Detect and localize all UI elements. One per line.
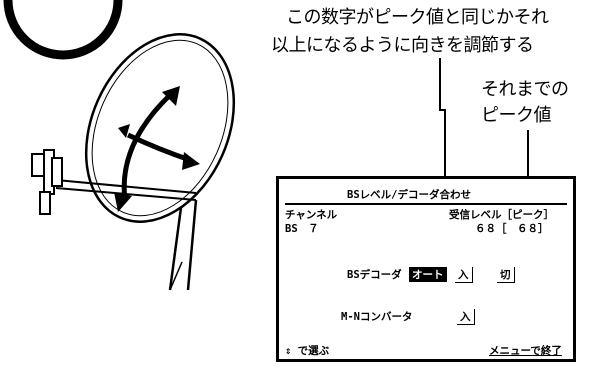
tv-osd-screen: BSレベル/デコーダ合わせ チャンネル 受信レベル［ピーク］ BS ７ ６８［ … <box>276 176 576 362</box>
main-callout-line-2: 以上になるように向きを調節する <box>271 35 534 56</box>
converter-option-on[interactable]: 入 <box>457 309 475 325</box>
peak-callout-line-2: ピーク値 <box>481 105 552 126</box>
peak-callout-line-1: それまでの <box>481 79 569 100</box>
osd-hint-select: ⇕ で選ぶ <box>285 343 329 358</box>
osd-channel-label: チャンネル <box>285 209 338 221</box>
osd-decoder-label: BSデコーダ <box>347 269 402 281</box>
decoder-option-auto[interactable]: オート <box>409 267 447 282</box>
osd-title-divider <box>285 203 567 205</box>
main-callout-line-1: この数字がピーク値と同じかそれ <box>286 7 549 28</box>
osd-title: BSレベル/デコーダ合わせ <box>347 189 471 201</box>
decoder-option-on[interactable]: 入 <box>455 267 473 283</box>
osd-hint-exit: メニューで終了 <box>489 345 562 357</box>
osd-level-label: 受信レベル［ピーク］ <box>449 209 554 221</box>
satellite-dish-illustration <box>3 0 236 291</box>
osd-converter-label: M-Nコンバータ <box>341 311 413 323</box>
osd-hint-select-text: で選ぶ <box>297 345 330 357</box>
decoder-option-off[interactable]: 切 <box>497 267 515 283</box>
osd-level-value: ６８［ ６８］ <box>475 223 549 235</box>
select-arrows-icon: ⇕ <box>285 345 292 357</box>
osd-channel-value: BS ７ <box>285 223 319 235</box>
